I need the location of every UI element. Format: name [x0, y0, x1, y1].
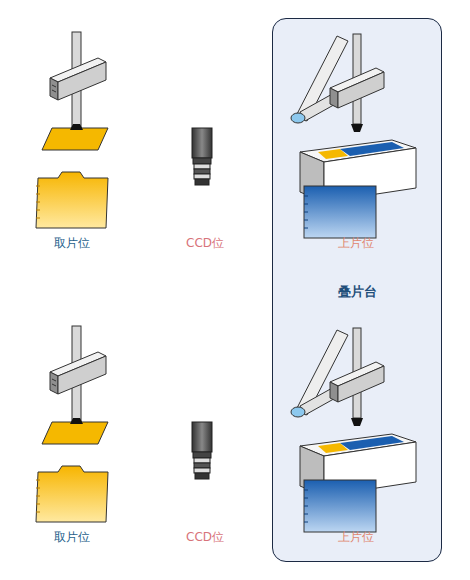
station-label: 上片位: [338, 530, 374, 544]
station-label: 取片位: [54, 530, 90, 544]
stacking-station-panel: 叠片台: [272, 18, 442, 562]
station-label: 取片位: [54, 236, 90, 250]
panel-title: 叠片台: [273, 283, 441, 301]
station-label: CCD位: [186, 236, 224, 250]
station-label: 上片位: [338, 236, 374, 250]
station-label: CCD位: [186, 530, 224, 544]
